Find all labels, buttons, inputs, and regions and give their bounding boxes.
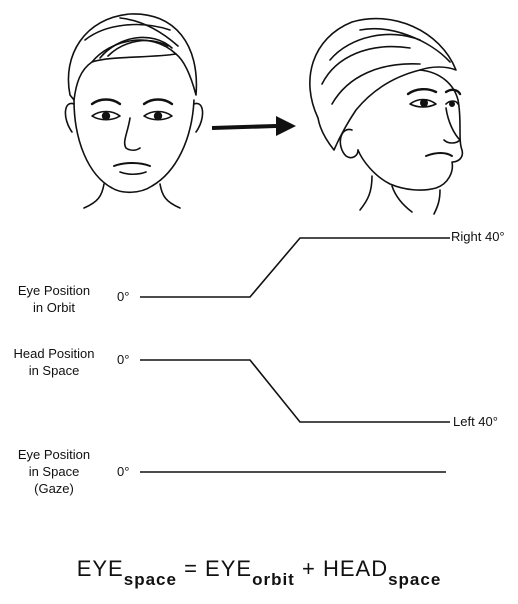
head-space-trace (140, 360, 450, 422)
formula-term2: EYE (205, 556, 252, 581)
eye-space-label-line-1: Eye Position (2, 446, 106, 463)
right-arrow-icon (212, 116, 296, 136)
formula-equals: = (184, 556, 198, 581)
formula-term1-sub: space (124, 570, 177, 589)
head-space-label: Head Position in Space (2, 345, 106, 379)
formula-term1: EYE (77, 556, 124, 581)
eye-orbit-label-line-2: in Orbit (2, 299, 106, 316)
eye-space-label: Eye Position in Space (Gaze) (2, 446, 106, 497)
gaze-formula: EYEspace = EYEorbit + HEADspace (0, 556, 518, 582)
eye-space-zero-label: 0° (117, 464, 129, 479)
head-space-label-line-1: Head Position (2, 345, 106, 362)
eye-orbit-label: Eye Position in Orbit (2, 282, 106, 316)
eye-orbit-end-label: Right 40° (451, 229, 505, 244)
eye-orbit-label-line-1: Eye Position (2, 282, 106, 299)
formula-plus: + (302, 556, 316, 581)
formula-term3-sub: space (388, 570, 441, 589)
head-space-end-label: Left 40° (453, 414, 498, 429)
eye-space-label-line-3: (Gaze) (2, 480, 106, 497)
eye-orbit-trace (140, 238, 450, 297)
eye-orbit-zero-label: 0° (117, 289, 129, 304)
face-turned-illustration (310, 19, 463, 214)
formula-term2-sub: orbit (252, 570, 295, 589)
eye-space-label-line-2: in Space (2, 463, 106, 480)
face-front-illustration (65, 14, 202, 208)
head-space-label-line-2: in Space (2, 362, 106, 379)
formula-term3: HEAD (323, 556, 388, 581)
head-space-zero-label: 0° (117, 352, 129, 367)
